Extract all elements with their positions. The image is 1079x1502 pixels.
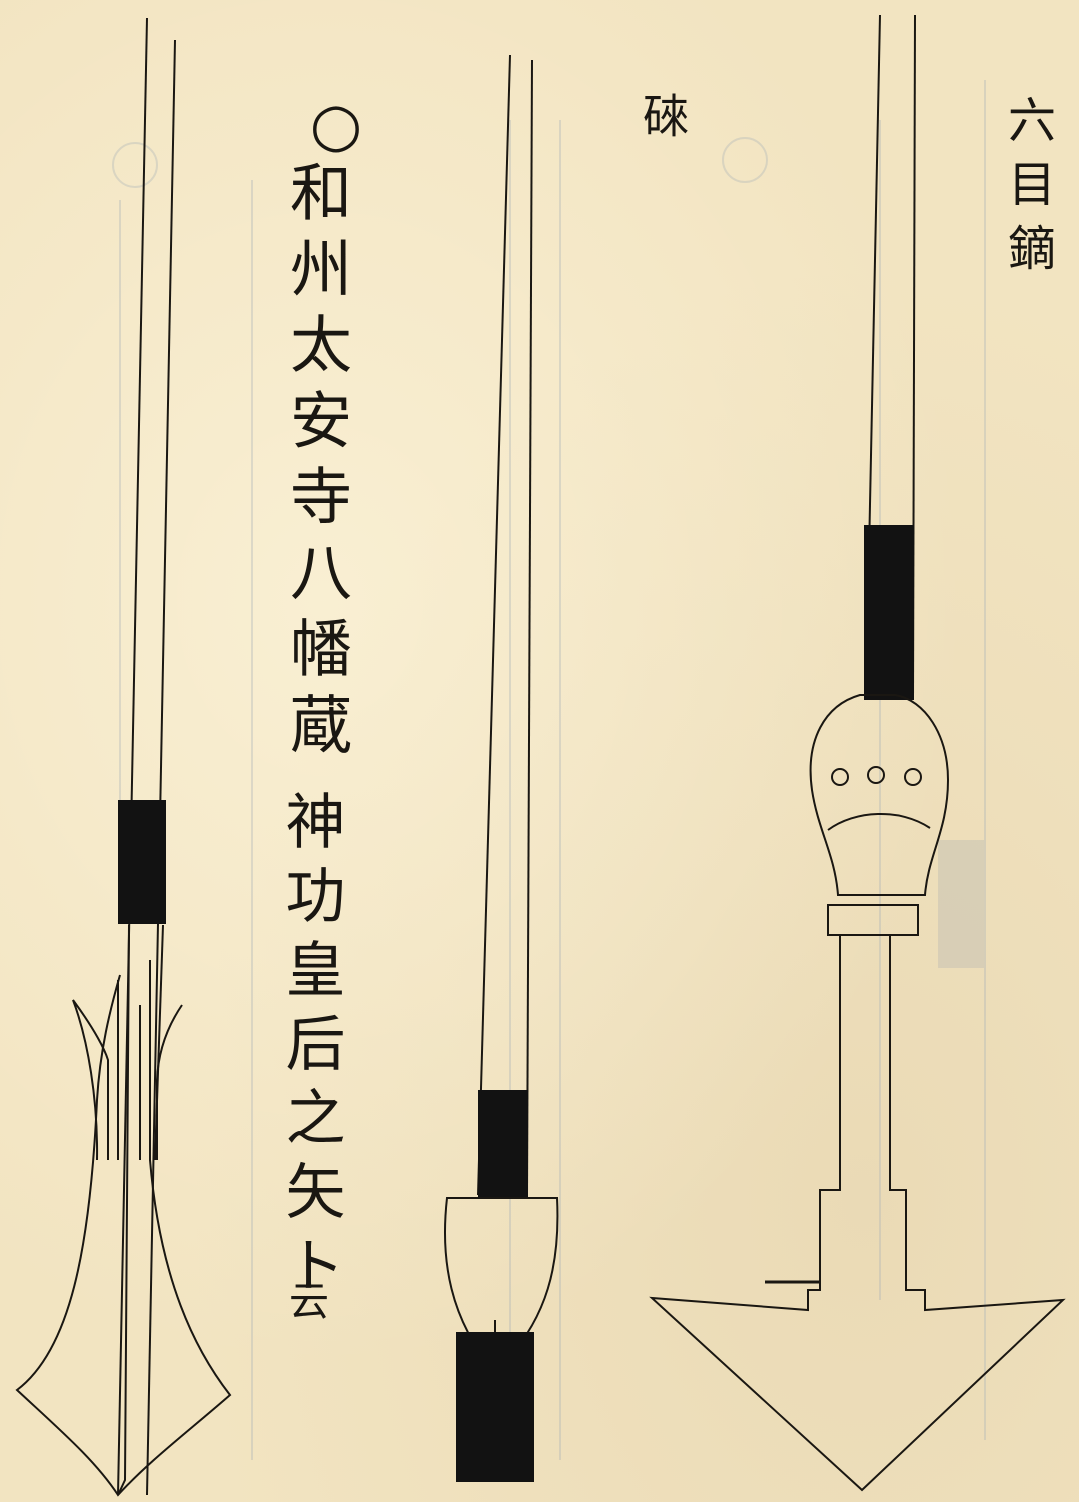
circle-marker-icon: ○ xyxy=(301,90,371,160)
pointed-arrowhead xyxy=(444,54,559,1482)
inscription-tail: 云 xyxy=(282,1280,328,1320)
bleed-through-lines xyxy=(112,80,986,1460)
inscription-attribution: 神功皇后之矢ト xyxy=(275,790,345,1308)
forked-arrowhead xyxy=(15,17,232,1497)
inscription-location: 和州太安寺八幡蔵 xyxy=(279,160,352,768)
arrowhead-name-label: 䂾 xyxy=(636,92,690,138)
kabura-arrowhead xyxy=(649,14,1066,1492)
page-title: 六目鏑 xyxy=(999,95,1055,287)
